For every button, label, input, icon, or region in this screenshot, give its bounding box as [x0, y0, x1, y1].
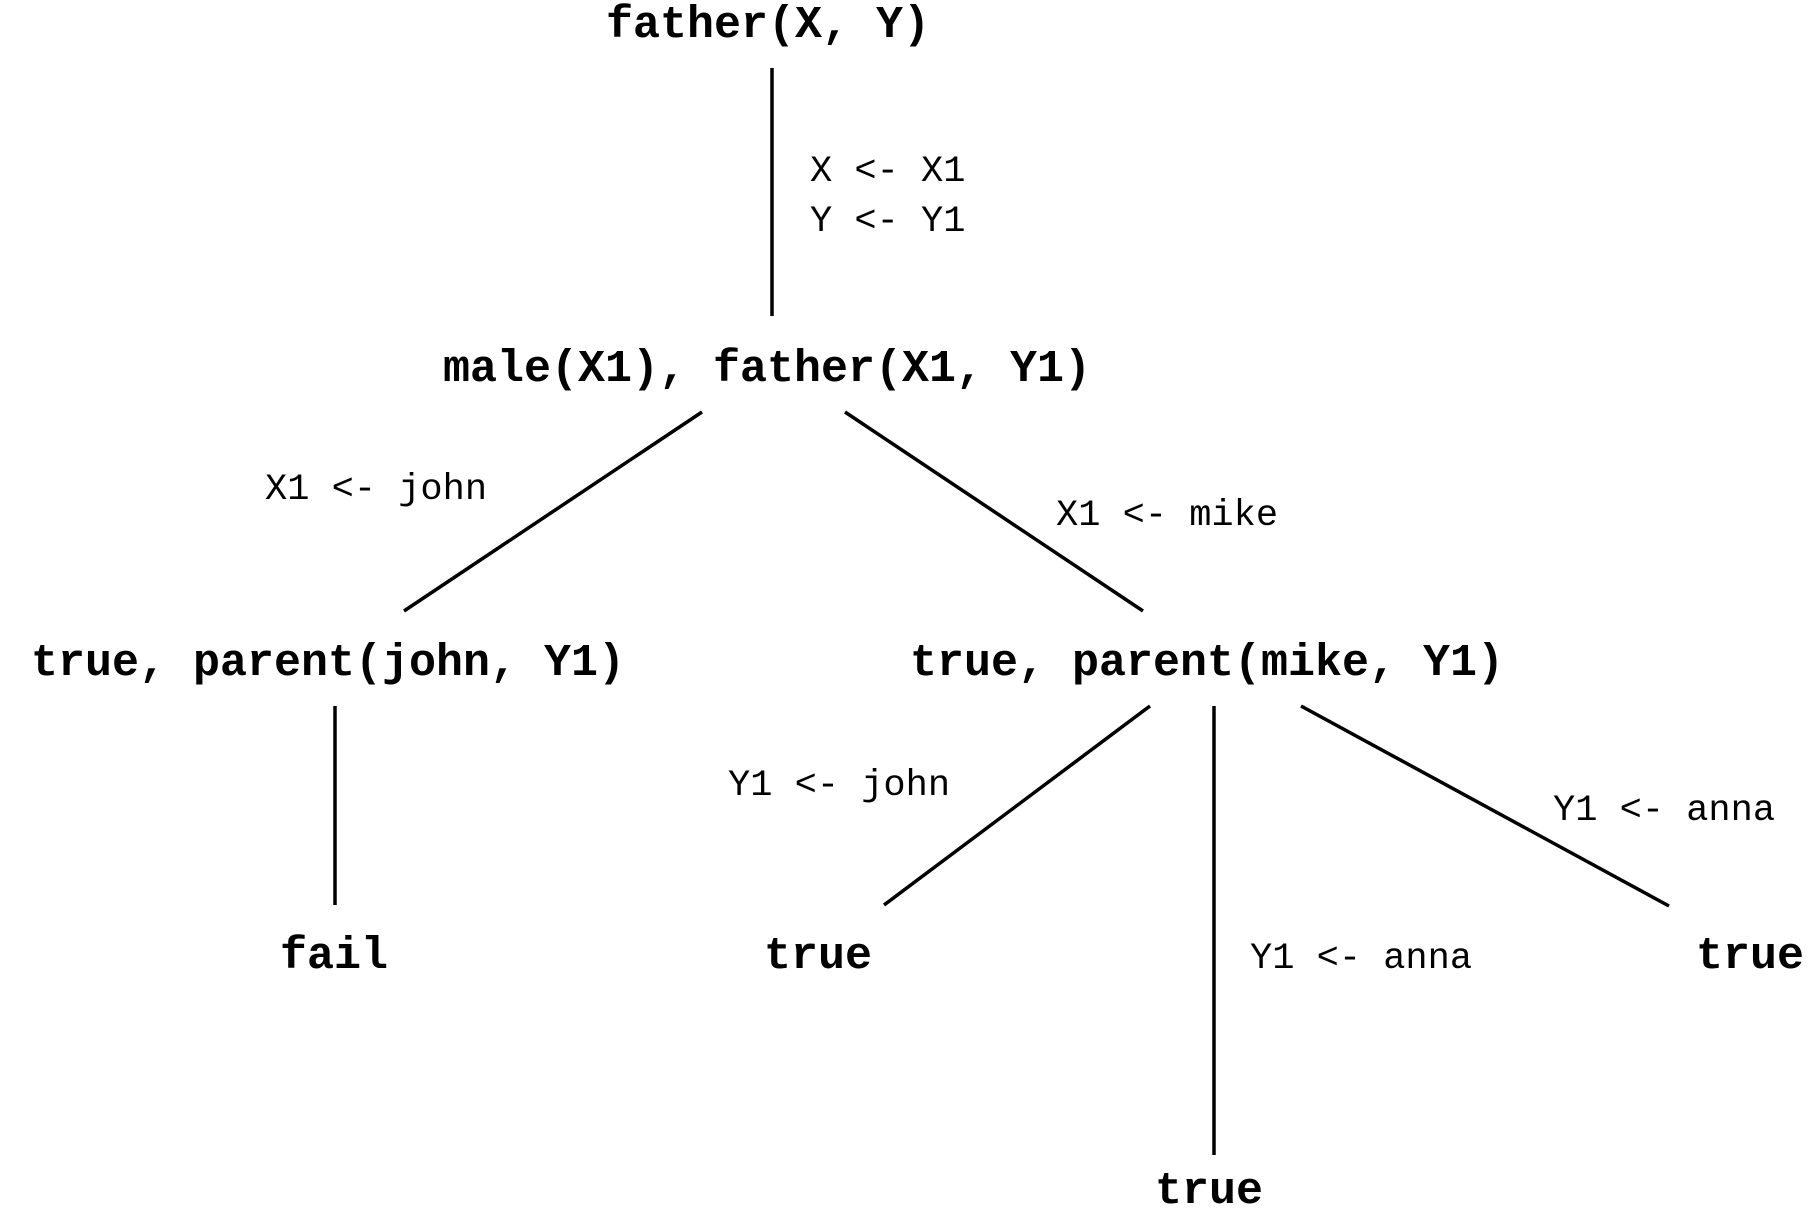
edge-level1-to-right — [844, 410, 1144, 613]
node-fail: fail — [280, 931, 388, 982]
node-root: father(X, Y) — [606, 0, 930, 51]
edge-label-root-x: X <- X1 — [810, 151, 965, 193]
node-level1: male(X1), father(X1, Y1) — [443, 344, 1091, 395]
edge-right-to-true-c — [1300, 704, 1670, 908]
edge-label-level1-to-right: X1 <- mike — [1056, 495, 1278, 537]
node-true-b: true — [1155, 1166, 1263, 1215]
node-right: true, parent(mike, Y1) — [910, 638, 1504, 689]
edge-label-right-to-true-b: Y1 <- anna — [1250, 938, 1472, 980]
edge-label-level1-to-left: X1 <- john — [265, 469, 487, 511]
edge-label-root-y: Y <- Y1 — [810, 201, 965, 243]
node-left: true, parent(john, Y1) — [31, 638, 625, 689]
node-true-c: true — [1696, 931, 1804, 982]
edge-label-right-to-true-a: Y1 <- john — [728, 765, 950, 807]
node-true-a: true — [764, 931, 872, 982]
edge-label-right-to-true-c: Y1 <- anna — [1553, 790, 1775, 832]
edge-level1-to-left — [403, 410, 703, 613]
edge-right-to-true-a — [882, 704, 1152, 907]
